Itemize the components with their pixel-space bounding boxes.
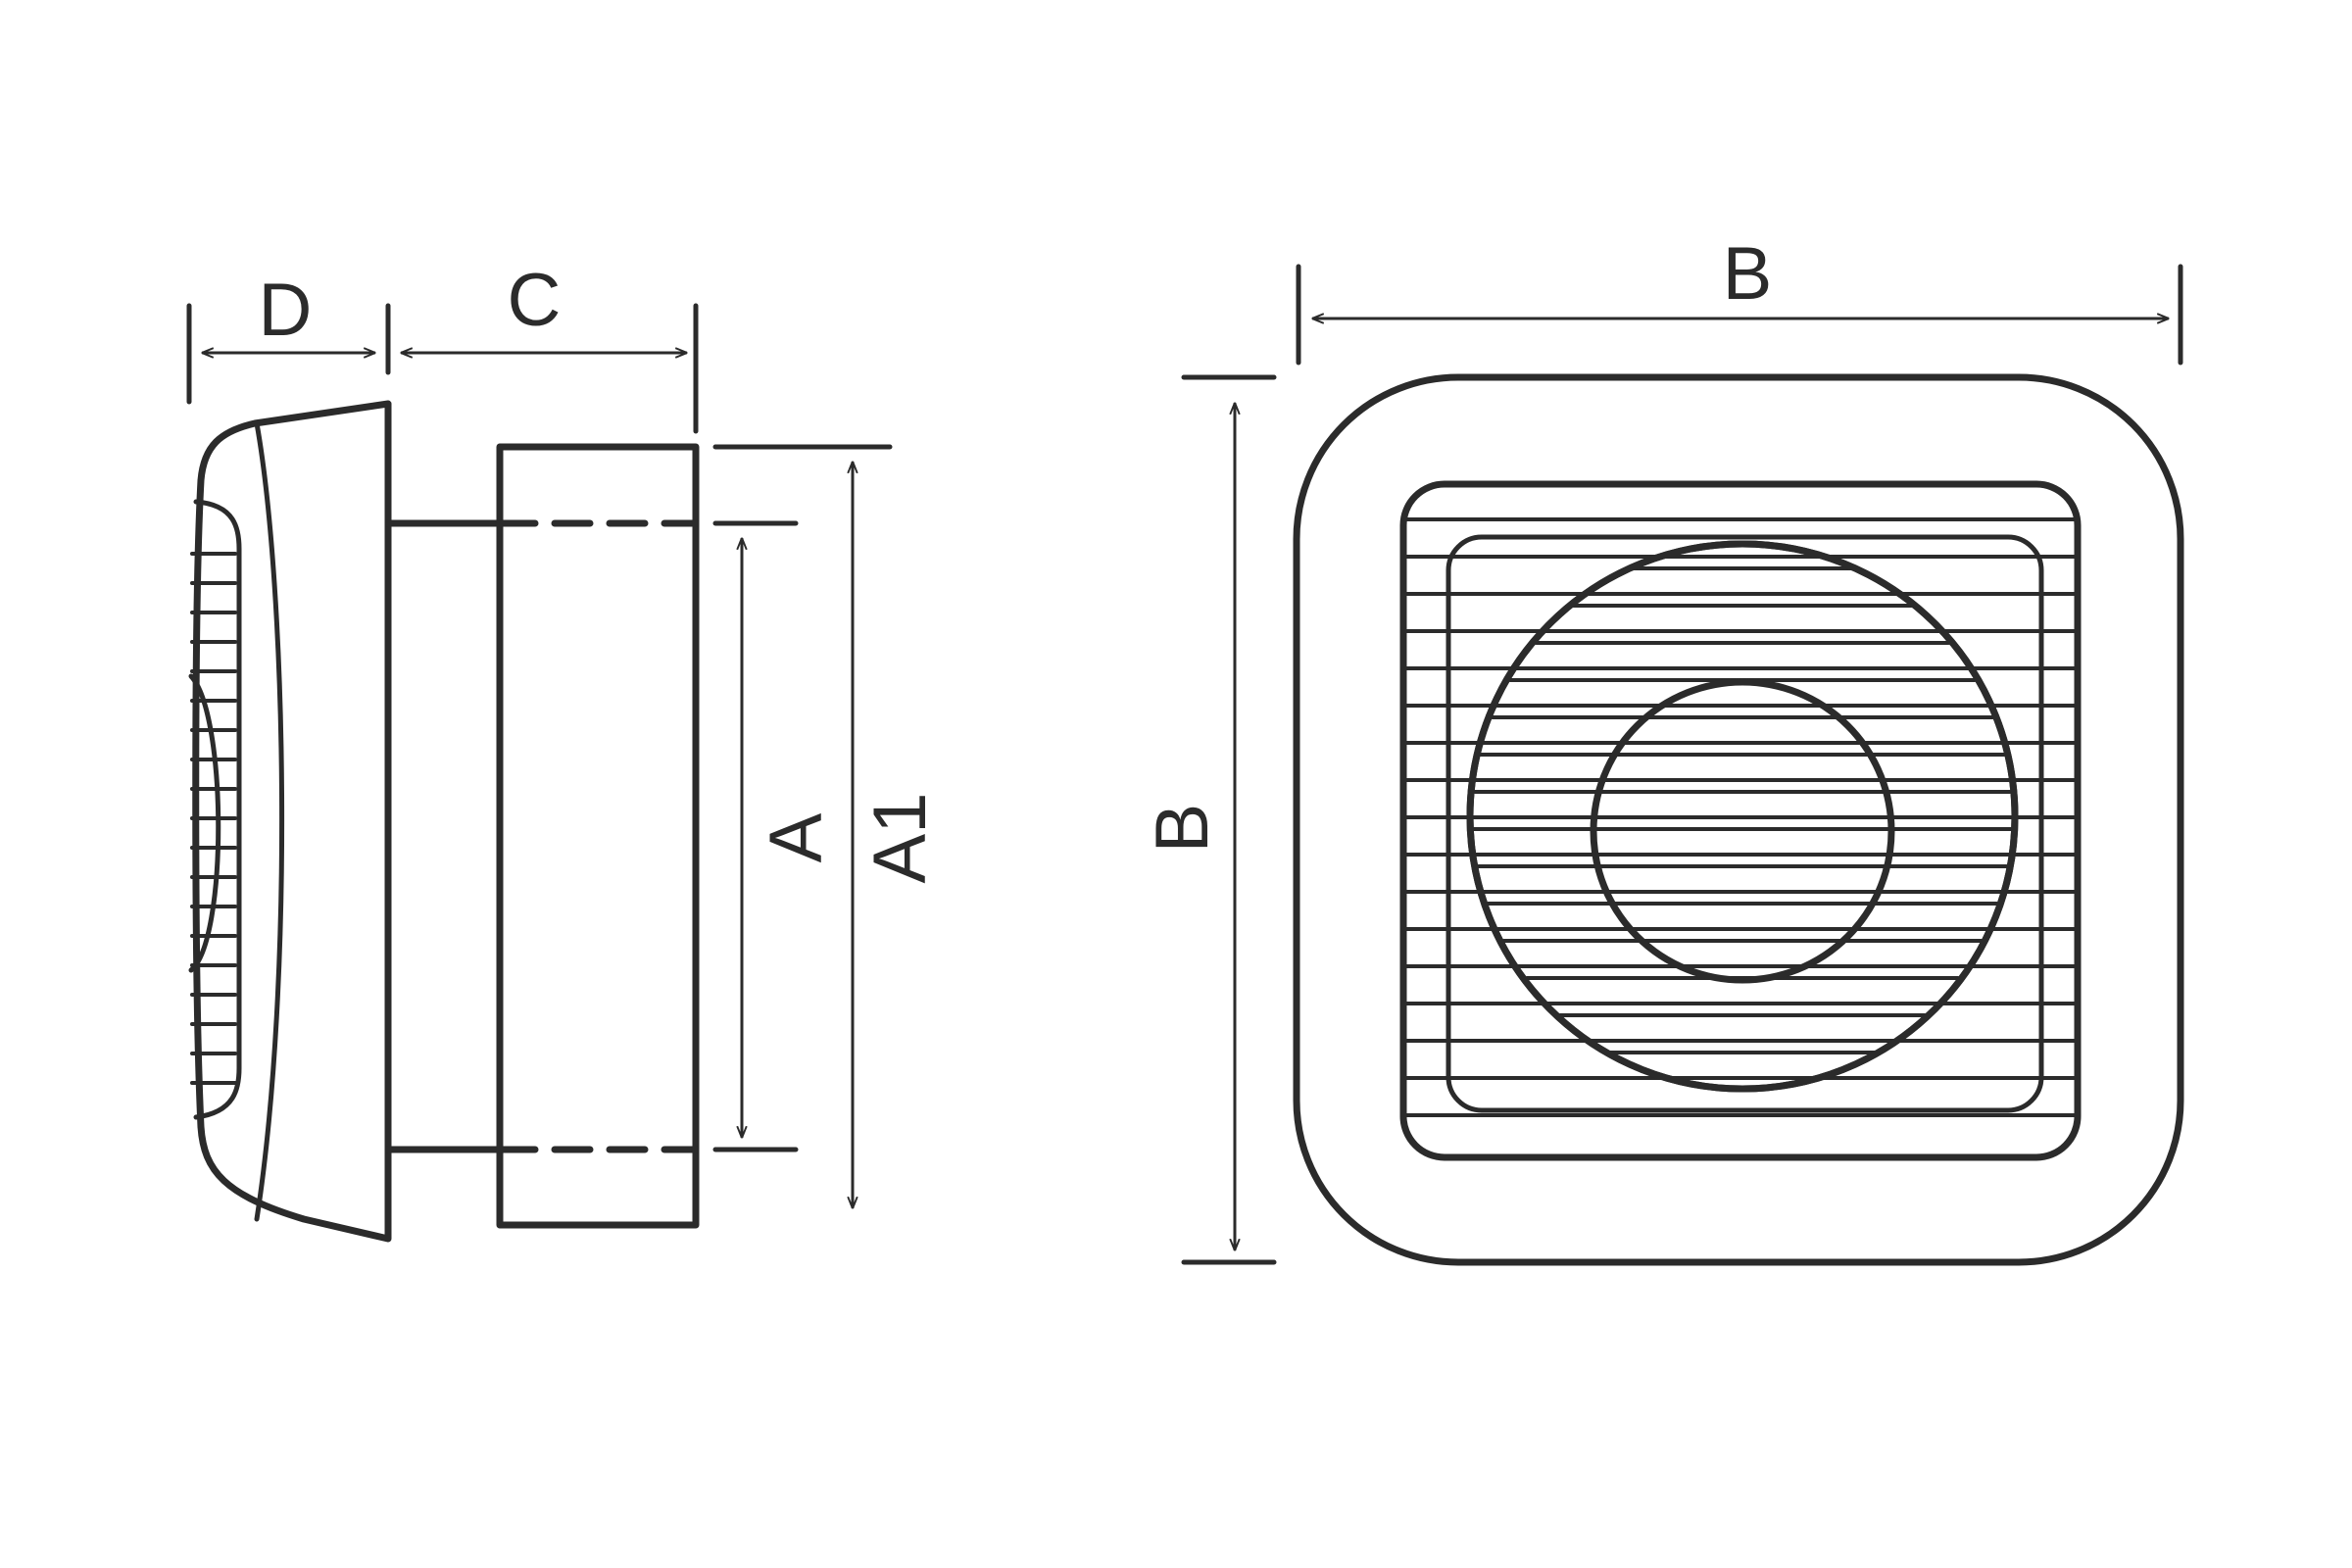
label-b-height: B: [1141, 804, 1224, 854]
front-cover: [188, 400, 392, 1243]
label-c: C: [508, 259, 562, 342]
side-view: D C A A1: [186, 259, 942, 1243]
duct-body: [496, 443, 700, 1229]
center-hub: [1590, 678, 1895, 984]
impeller-ring-outline: [1466, 540, 2019, 1093]
label-d: D: [259, 269, 313, 352]
front-extension-lines: [1181, 264, 2183, 1265]
label-b-width: B: [1723, 232, 1773, 316]
cover-louvres: [190, 552, 237, 1085]
label-a1: A1: [858, 793, 942, 884]
label-a: A: [755, 812, 838, 862]
front-view: B B: [1141, 232, 2184, 1266]
impeller-ring-bars: [1472, 566, 2013, 1054]
outer-frame: [1293, 373, 2184, 1266]
side-extension-lines: [186, 303, 893, 1152]
grille: [1399, 480, 2082, 1161]
mounting-plate: [384, 519, 504, 1153]
